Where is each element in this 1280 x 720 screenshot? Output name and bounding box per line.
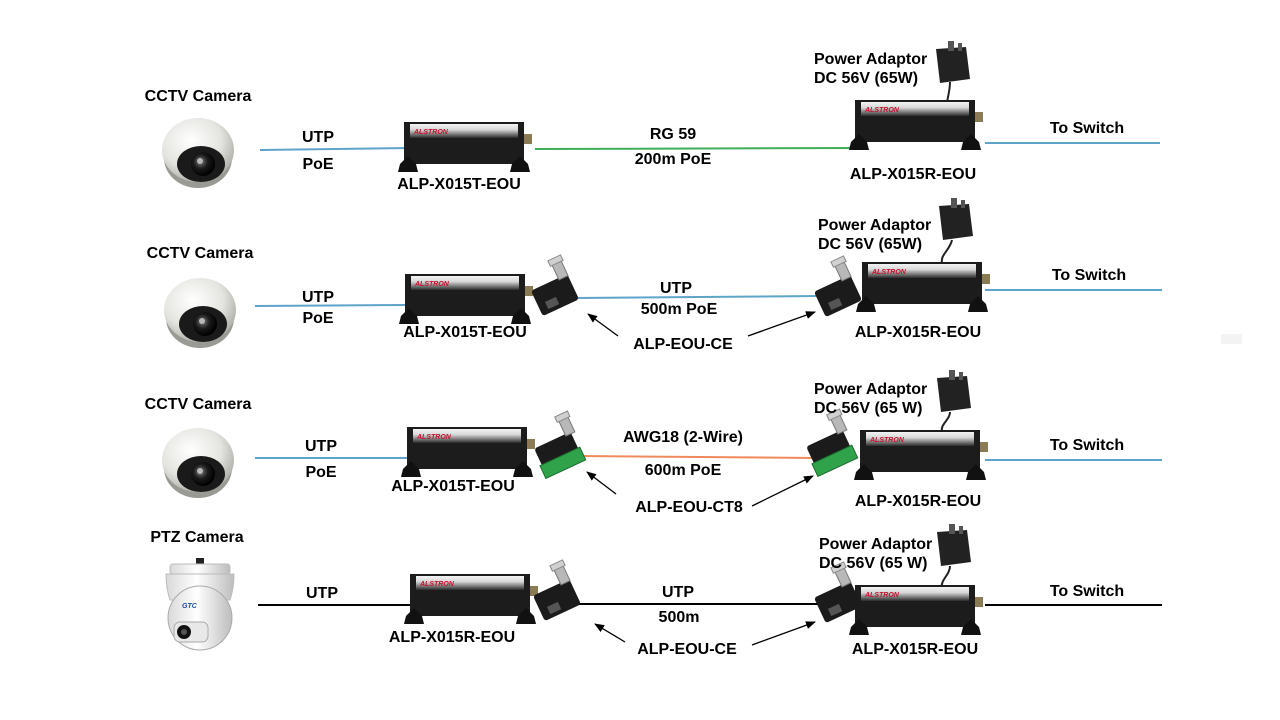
row4-switch-label: To Switch: [1049, 583, 1125, 600]
row4-receiver-label: ALP-X015R-EOU: [851, 641, 979, 658]
arrow-row3-right: [751, 475, 814, 507]
row1-link-cable-type: RG 59: [649, 126, 697, 143]
row3-left-cable-type: UTP: [305, 438, 337, 455]
row2-receiver-brand-text: ALSTRON: [871, 269, 907, 276]
row4-adaptor-spec: DC 56V (65 W): [819, 555, 928, 572]
row2-receiver-label: ALP-X015R-EOU: [854, 324, 982, 341]
row4-link-distance: 500m: [658, 609, 700, 626]
cables: [254, 142, 1162, 606]
row3-transmitter-icon: ALSTRON: [401, 427, 535, 477]
eou-ce-converter-row4-right-icon: [814, 561, 862, 623]
row4-link-cable-type: UTP: [662, 584, 694, 601]
row2-transmitter-brand-text: ALSTRON: [414, 281, 450, 288]
eou-ct8-converter-right-icon: [807, 408, 859, 478]
row2-left-cable-power: PoE: [302, 310, 334, 327]
row4-receiver-brand-text: ALSTRON: [864, 592, 900, 599]
row2-transmitter-label: ALP-X015T-EOU: [403, 324, 527, 341]
row3-converter-label: ALP-EOU-CT8: [635, 499, 743, 516]
row2-switch-label: To Switch: [1051, 267, 1127, 284]
utp-cable-row2-left: [254, 304, 409, 307]
row3-left-cable-power: PoE: [305, 464, 337, 481]
eou-ct8-converter-left-icon: [535, 410, 587, 480]
arrow-row2-left: [587, 313, 619, 337]
row1-camera-label: CCTV Camera: [144, 88, 252, 105]
power-adaptor-3-icon: [937, 370, 971, 412]
row2-camera-label: CCTV Camera: [146, 245, 254, 262]
row2-link-cable-type: UTP: [660, 280, 692, 297]
row1-transmitter-brand-text: ALSTRON: [413, 129, 449, 136]
row2-adaptor-spec: DC 56V (65W): [818, 236, 923, 253]
arrow-row2-right: [747, 311, 816, 337]
arrow-row4-right: [751, 621, 816, 646]
ptz-camera-icon: GTC: [165, 558, 235, 651]
cctv-camera-1-icon: [162, 118, 234, 188]
utp-cable-row1-left: [259, 147, 411, 151]
row1-left-cable-power: PoE: [302, 156, 334, 173]
row2-adaptor-name: Power Adaptor: [818, 217, 932, 234]
awg-cable-row3: [579, 455, 816, 459]
row4-camera-label: PTZ Camera: [150, 529, 244, 546]
row4-left-cable-type: UTP: [306, 585, 338, 602]
row1-adaptor-name: Power Adaptor: [814, 51, 928, 68]
row1-switch-label: To Switch: [1049, 120, 1125, 137]
coax-cable-row1: [534, 147, 863, 150]
power-adaptor-2-icon: [939, 198, 973, 240]
row4-transmitter-label: ALP-X015R-EOU: [388, 629, 516, 646]
row1-receiver-icon: ALSTRON: [849, 100, 983, 150]
row3-adaptor-name: Power Adaptor: [814, 381, 928, 398]
arrow-row4-left: [594, 623, 626, 643]
eou-ce-converter-row2-right-icon: [814, 255, 862, 317]
row1-receiver-label: ALP-X015R-EOU: [849, 166, 977, 183]
row2-link-distance: 500m PoE: [640, 301, 718, 318]
row3-link-cable-type: AWG18 (2-Wire): [623, 429, 743, 446]
row1-adaptor-spec: DC 56V (65W): [814, 70, 919, 87]
ptz-logo-text: GTC: [182, 603, 198, 610]
devices: ALSTRON ALSTRON ALSTRON ALSTRON ALSTRON ALSTR…: [398, 100, 990, 635]
row3-transmitter-brand-text: ALSTRON: [416, 434, 452, 441]
faint-artifact: [1221, 334, 1242, 344]
row1-transmitter-label: ALP-X015T-EOU: [397, 176, 521, 193]
row3-switch-label: To Switch: [1049, 437, 1125, 454]
row2-left-cable-type: UTP: [302, 289, 334, 306]
row4-receiver-icon: ALSTRON: [849, 585, 983, 635]
eou-ce-converter-row4-left-icon: [533, 559, 581, 621]
cctv-camera-3-icon: [162, 428, 234, 498]
row2-converter-label: ALP-EOU-CE: [633, 336, 733, 353]
row4-transmitter-brand-text: ALSTRON: [419, 581, 455, 588]
row2-receiver-icon: ALSTRON: [856, 262, 990, 312]
cctv-camera-2-icon: [164, 278, 236, 348]
row4-adaptor-name: Power Adaptor: [819, 536, 933, 553]
row3-receiver-icon: ALSTRON: [854, 430, 988, 480]
row3-camera-label: CCTV Camera: [144, 396, 252, 413]
row3-adaptor-spec: DC 56V (65 W): [814, 400, 923, 417]
utp-cable-row2-link: [574, 295, 821, 299]
power-adaptor-1-icon: [936, 41, 970, 83]
row1-receiver-brand-text: ALSTRON: [864, 107, 900, 114]
row1-left-cable-type: UTP: [302, 129, 334, 146]
row3-receiver-brand-text: ALSTRON: [869, 437, 905, 444]
arrow-row3-left: [586, 471, 617, 495]
callout-arrows: [586, 311, 816, 646]
row1-link-distance: 200m PoE: [634, 151, 712, 168]
row1-transmitter-icon: ALSTRON: [398, 122, 532, 172]
row2-transmitter-icon: ALSTRON: [399, 274, 533, 324]
power-adaptor-4-icon: [937, 524, 971, 566]
row3-transmitter-label: ALP-X015T-EOU: [391, 478, 515, 495]
row4-converter-label: ALP-EOU-CE: [637, 641, 737, 658]
row3-receiver-label: ALP-X015R-EOU: [854, 493, 982, 510]
row4-transmitter-icon: ALSTRON: [404, 574, 538, 624]
eou-ce-converter-row2-left-icon: [531, 254, 579, 316]
row3-link-distance: 600m PoE: [644, 462, 722, 479]
